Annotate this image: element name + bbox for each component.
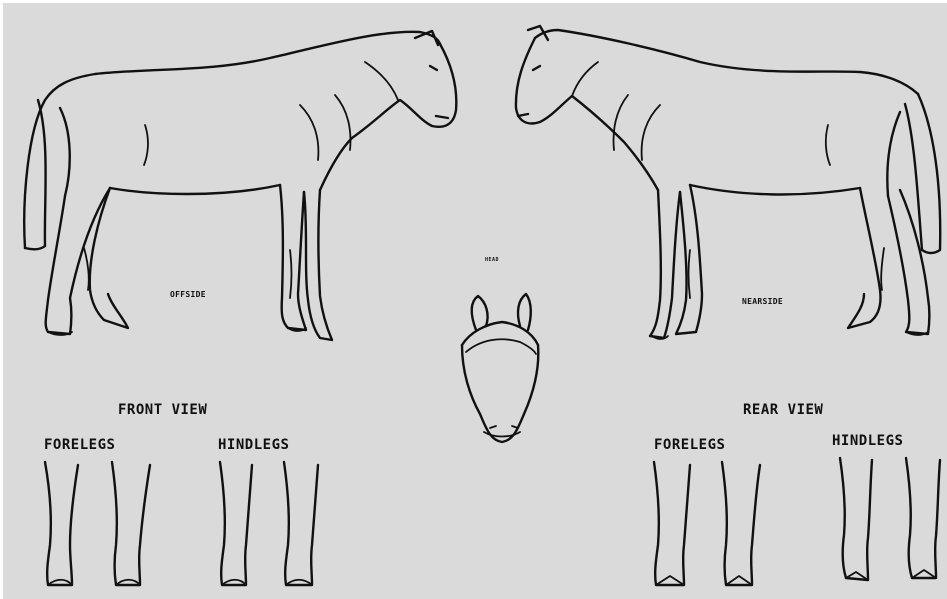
front-view-hindlegs <box>220 462 318 585</box>
head-label: HEAD <box>485 257 499 263</box>
rear-view-forelegs <box>654 462 760 585</box>
nearside-horse-outline <box>516 26 940 339</box>
offside-horse-outline <box>24 31 456 340</box>
front-forelegs-label: FORELEGS <box>44 437 115 453</box>
offside-label: OFFSIDE <box>170 290 206 299</box>
front-view-title: FRONT VIEW <box>118 402 207 418</box>
nearside-label: NEARSIDE <box>742 297 783 306</box>
rear-hindlegs-label: HINDLEGS <box>832 433 903 449</box>
front-hindlegs-label: HINDLEGS <box>218 437 289 453</box>
rear-view-title: REAR VIEW <box>743 402 823 418</box>
front-view-forelegs <box>45 462 150 585</box>
rear-view-hindlegs <box>840 458 940 580</box>
head-front-outline <box>462 294 538 442</box>
rear-forelegs-label: FORELEGS <box>654 437 725 453</box>
